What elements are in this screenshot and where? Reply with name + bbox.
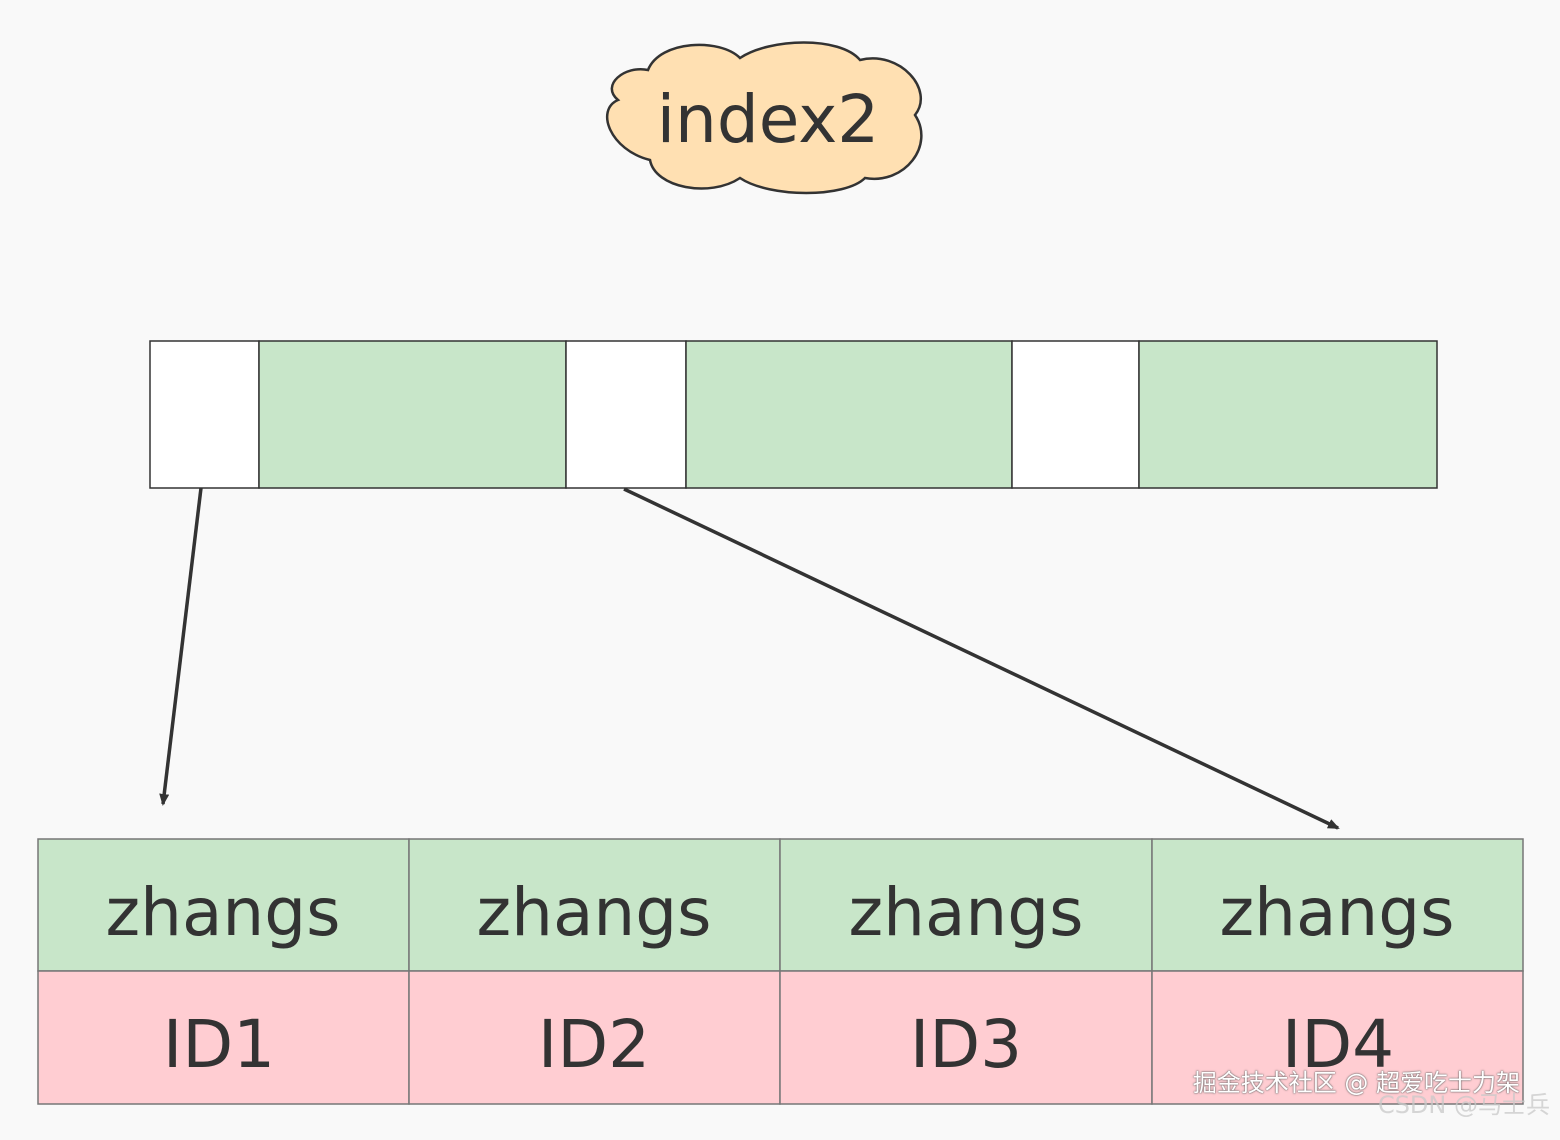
watermark-line-juejin: 掘金技术社区 @ 超爱吃士力架	[1192, 1069, 1520, 1097]
leaf-id-text: ID4	[1282, 1006, 1394, 1083]
leaf-id-text: ID2	[538, 1006, 650, 1083]
pointer-arrow-left	[159, 487, 203, 806]
leaf-id-row: ID1 ID2 ID3 ID4	[37, 970, 1524, 1105]
leaf-key-cell	[779, 838, 1153, 972]
index-slot-key-2	[685, 340, 1013, 489]
watermark: 掘金技术社区 @ 超爱吃士力架 CSDN @马士兵	[1170, 1070, 1550, 1130]
index-slot-key-1	[258, 340, 567, 489]
leaf-key-cell	[1151, 838, 1524, 972]
index-slot-key-3	[1138, 340, 1438, 489]
leaf-key-text: zhangs	[105, 874, 340, 951]
watermark-line-csdn: CSDN @马士兵	[1377, 1091, 1550, 1119]
leaf-id-cell	[37, 970, 410, 1105]
pointer-arrow-right	[623, 487, 1340, 830]
leaf-id-cell	[408, 970, 781, 1105]
leaf-key-text: zhangs	[1219, 874, 1454, 951]
leaf-key-row: zhangs zhangs zhangs zhangs	[37, 838, 1524, 972]
leaf-node: zhangs zhangs zhangs zhangs ID1 ID2 ID3 …	[37, 838, 1524, 1105]
index-name-cloud: index2	[606, 41, 923, 195]
leaf-key-text: zhangs	[848, 874, 1083, 951]
leaf-id-cell	[1151, 970, 1524, 1105]
index-slot-pointer-2	[565, 340, 687, 489]
leaf-key-cell	[37, 838, 410, 972]
index-slot-pointer-1	[149, 340, 260, 489]
index-slot-pointer-3	[1011, 340, 1140, 489]
cloud-shape	[606, 41, 923, 195]
leaf-id-cell	[779, 970, 1153, 1105]
index-node	[149, 340, 1438, 489]
leaf-id-text: ID3	[910, 1006, 1022, 1083]
leaf-id-text: ID1	[163, 1006, 275, 1083]
index-name-label: index2	[657, 81, 880, 158]
leaf-key-text: zhangs	[476, 874, 711, 951]
